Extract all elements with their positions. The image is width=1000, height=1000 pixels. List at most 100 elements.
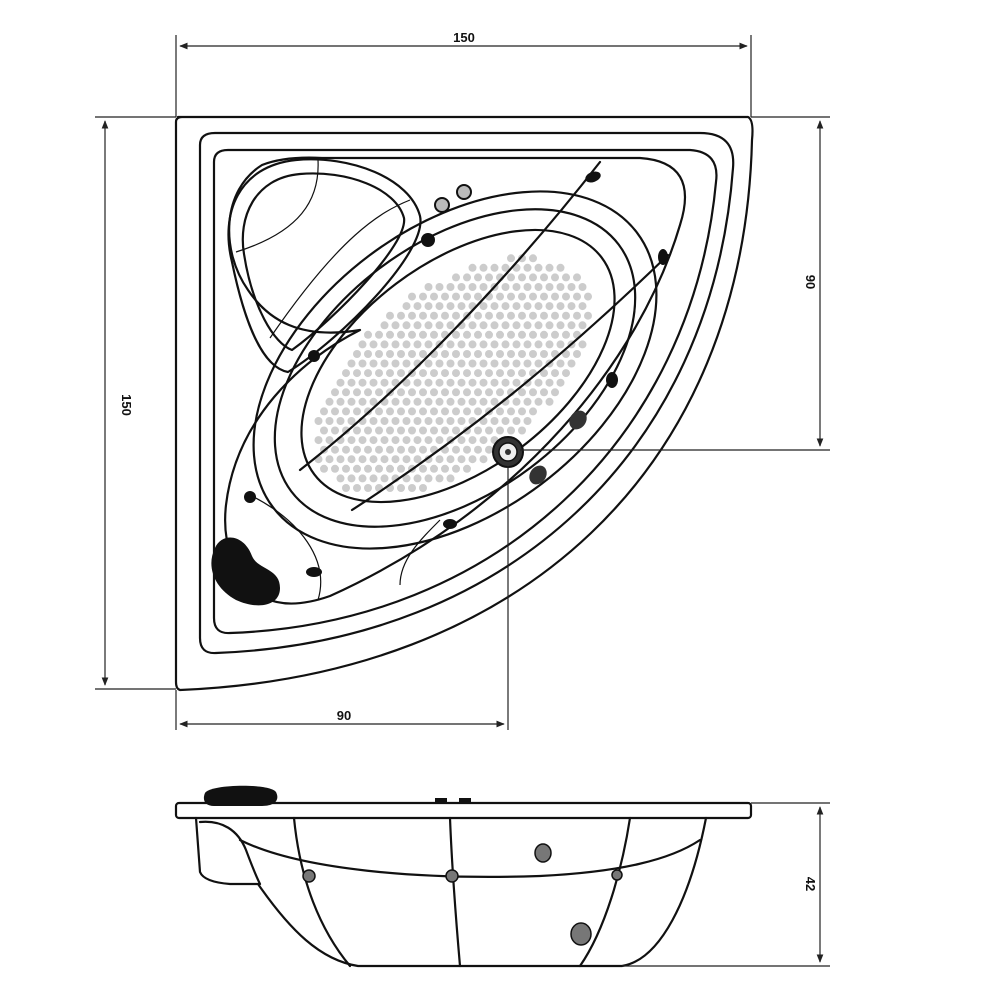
non-slip-dot [479, 283, 488, 291]
non-slip-dot [540, 330, 548, 339]
non-slip-dot [490, 417, 499, 425]
non-slip-dot [496, 311, 504, 320]
non-slip-dot [430, 388, 438, 397]
non-slip-dot [320, 407, 328, 416]
non-slip-dot [347, 359, 356, 368]
non-slip-dot [567, 302, 576, 311]
jet-icon [445, 869, 459, 883]
non-slip-dot [397, 350, 405, 358]
non-slip-dot [496, 369, 504, 378]
non-slip-dot [358, 359, 367, 368]
non-slip-dot [386, 350, 394, 358]
non-slip-dot [540, 388, 548, 397]
non-slip-dot [408, 292, 416, 301]
non-slip-dot [441, 464, 449, 473]
non-slip-dot [512, 417, 521, 425]
non-slip-dot [397, 426, 405, 435]
non-slip-dot [430, 407, 438, 416]
side-headrest-bulge [198, 820, 262, 886]
non-slip-dot [457, 417, 466, 425]
non-slip-dot [380, 417, 389, 425]
non-slip-dot [320, 464, 328, 473]
non-slip-dot [556, 359, 565, 368]
non-slip-dot [507, 426, 515, 435]
non-slip-dot [457, 397, 466, 406]
plan-non-slip-dots [314, 254, 592, 492]
jet-icon [443, 519, 457, 529]
non-slip-dot [446, 283, 455, 291]
non-slip-dot [452, 273, 460, 282]
non-slip-dot [369, 340, 378, 349]
non-slip-dot [380, 321, 389, 330]
non-slip-dot [529, 254, 537, 263]
non-slip-dot [545, 302, 554, 311]
non-slip-dot [430, 464, 438, 473]
non-slip-dot [446, 321, 455, 330]
non-slip-dot [347, 378, 356, 387]
non-slip-dot [540, 292, 548, 301]
non-slip-dot [540, 350, 548, 358]
non-slip-dot [490, 359, 499, 368]
jet-icon [302, 869, 316, 883]
plan-view [174, 115, 754, 692]
non-slip-dot [402, 302, 411, 311]
non-slip-dot [446, 340, 455, 349]
dimension-right-height: 90 [803, 275, 818, 289]
non-slip-dot [424, 340, 433, 349]
non-slip-dot [523, 340, 532, 349]
non-slip-dot [518, 369, 526, 378]
non-slip-dot [512, 359, 521, 368]
non-slip-dot [342, 464, 350, 473]
non-slip-dot [463, 273, 471, 282]
non-slip-dot [573, 350, 581, 358]
non-slip-dot [545, 321, 554, 330]
non-slip-dot [364, 330, 372, 339]
non-slip-dot [567, 359, 576, 368]
non-slip-dot [507, 330, 515, 339]
non-slip-dot [479, 263, 488, 272]
non-slip-dot [452, 350, 460, 358]
non-slip-dot [391, 455, 400, 464]
non-slip-dot [424, 359, 433, 368]
non-slip-dot [424, 283, 433, 291]
non-slip-dot [457, 302, 466, 311]
non-slip-dot [397, 330, 405, 339]
non-slip-dot [441, 369, 449, 378]
non-slip-dot [446, 455, 455, 464]
non-slip-dot [468, 283, 477, 291]
non-slip-dot [391, 397, 400, 406]
non-slip-dot [507, 273, 515, 282]
non-slip-dot [529, 407, 537, 416]
non-slip-dot [364, 426, 372, 435]
plan-contour-line-2 [350, 253, 670, 512]
non-slip-dot [512, 397, 521, 406]
non-slip-dot [413, 474, 422, 483]
non-slip-dot [518, 407, 526, 416]
non-slip-dot [397, 388, 405, 397]
non-slip-dot [342, 369, 350, 378]
non-slip-dot [364, 369, 372, 378]
plan-seat-line-1 [235, 159, 319, 253]
non-slip-dot [419, 292, 427, 301]
side-rib-2 [448, 816, 462, 968]
non-slip-dot [397, 464, 405, 473]
non-slip-dot [402, 455, 411, 464]
pillow-icon [211, 537, 280, 606]
non-slip-dot [501, 321, 510, 330]
non-slip-dot [424, 302, 433, 311]
non-slip-dot [452, 445, 460, 454]
non-slip-dot [551, 273, 559, 282]
non-slip-dot [424, 397, 433, 406]
non-slip-dot [375, 350, 383, 358]
non-slip-dot [413, 302, 422, 311]
non-slip-dot [479, 302, 488, 311]
non-slip-dot [534, 378, 543, 387]
non-slip-dot [496, 350, 504, 358]
non-slip-dot [397, 369, 405, 378]
non-slip-dot [507, 292, 515, 301]
non-slip-dot [364, 350, 372, 358]
non-slip-dot [386, 445, 394, 454]
non-slip-dot [545, 397, 554, 406]
non-slip-dot [419, 484, 427, 492]
non-slip-dot [452, 407, 460, 416]
